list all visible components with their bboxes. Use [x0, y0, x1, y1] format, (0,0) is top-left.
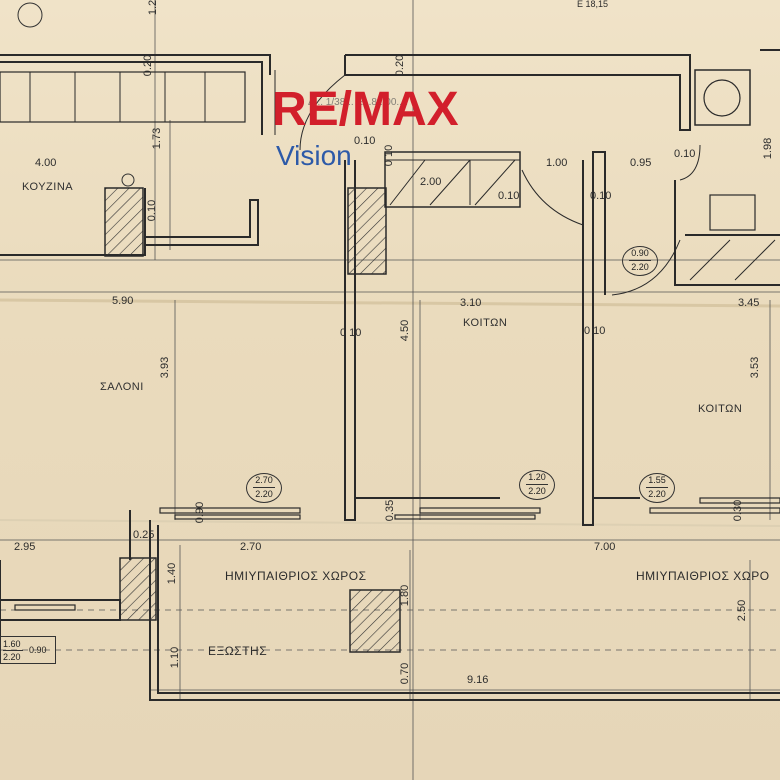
dimension-label: 4.00 — [35, 157, 57, 169]
room-label-balcony: ΕΞΩΣΤΗΣ — [208, 644, 268, 658]
door-tag-width: 1.55 — [648, 475, 666, 485]
dimension-label: 0.35 — [384, 499, 397, 522]
room-label-semi-outdoor: ΗΜΙΥΠΑΙΘΡΙΟΣ ΧΩΡΟ — [636, 569, 770, 583]
dimension-label: 2.70 — [240, 541, 262, 553]
dimension-label: 1.98 — [762, 137, 775, 160]
remax-vision-logo: RE/MAX Vision — [272, 86, 512, 176]
room-label-kitchen: ΚΟΥΖΙΝΑ — [22, 181, 74, 193]
dimension-label: 3.53 — [749, 356, 762, 379]
dimension-label: 4.50 — [399, 319, 412, 342]
fixture-icon — [121, 173, 135, 187]
opening-tag: 1.60 2.20 0.90 — [0, 636, 56, 664]
dimension-label: 1.73 — [151, 127, 164, 150]
door-tag-width: 0.90 — [631, 248, 649, 258]
door-tag: 2.70 2.20 — [246, 473, 282, 503]
dimension-label: 7.00 — [594, 541, 616, 553]
opening-tag-side: 0.90 — [29, 645, 47, 655]
logo-wordmark: RE/MAX — [272, 83, 459, 136]
room-label-semi-outdoor: ΗΜΙΥΠΑΙΘΡΙΟΣ ΧΩΡΟΣ — [225, 569, 367, 583]
dimension-label: 0.20 — [142, 54, 155, 77]
door-tag-height: 2.20 — [631, 262, 649, 272]
sliding-doors — [14, 497, 780, 611]
room-label-bedroom: ΚΟΙΤΩΝ — [463, 317, 508, 329]
dimension-label: 9.16 — [467, 674, 489, 686]
dimension-label: 0 10 — [340, 327, 362, 339]
room-label-bedroom: ΚΟΙΤΩΝ — [698, 403, 743, 415]
dimension-label: 1.40 — [166, 562, 179, 585]
dimension-label: 0.70 — [399, 662, 412, 685]
logo-subtitle: Vision — [276, 140, 352, 171]
dimension-label: 0 10 — [584, 325, 606, 337]
dimension-label: 5.90 — [112, 295, 134, 307]
dimension-label: 1.10 — [169, 646, 182, 669]
dimension-label: 2.00 — [420, 176, 442, 188]
door-tag: 1.20 2.20 — [519, 470, 555, 500]
columns — [104, 187, 401, 653]
dimension-label: 0.10 — [674, 148, 696, 160]
room-label-living: ΣΑΛΟΝΙ — [100, 381, 144, 393]
door-tag-width: 2.70 — [255, 475, 273, 485]
dimension-label: 0.25 — [133, 529, 155, 541]
dimension-label: 0.10 — [498, 190, 520, 202]
swing-doors — [274, 70, 701, 296]
door-tag: 0.90 2.20 — [622, 246, 658, 276]
toilet-icon — [17, 2, 43, 28]
door-tag-height: 2.20 — [255, 489, 273, 499]
dimension-label: 3.10 — [460, 297, 482, 309]
opening-tag-height: 2.20 — [3, 652, 21, 662]
door-tag: 1.55 2.20 — [639, 473, 675, 503]
dimension-label: 1.00 — [546, 157, 568, 169]
dimension-label: 1.80 — [399, 584, 412, 607]
paper-fold — [0, 298, 780, 308]
dimension-label: 0.10 — [354, 135, 376, 147]
door-tag-height: 2.20 — [648, 489, 666, 499]
dimension-label: 0.10 — [590, 190, 612, 202]
dimension-label: 0.20 — [394, 54, 407, 77]
opening-tag-width: 1.60 — [3, 638, 23, 651]
dimension-label: 3.45 — [738, 297, 760, 309]
dimension-label: 3.93 — [159, 356, 172, 379]
dimension-label: 2.50 — [736, 599, 749, 622]
dimension-label: 0.90 — [194, 501, 207, 524]
dimension-label: E 18,15 — [577, 0, 609, 9]
stamp-text: Δ... 1/38... Ε...81,00..2 — [308, 97, 408, 108]
door-tag-width: 1.20 — [528, 472, 546, 482]
dimension-label: 1.2 — [147, 0, 160, 16]
dimension-label: 0.10 — [146, 199, 159, 222]
dimension-label: 0.30 — [732, 499, 745, 522]
dimension-label: 2.95 — [14, 541, 36, 553]
door-tag-height: 2.20 — [528, 486, 546, 496]
dimension-label: 0.95 — [630, 157, 652, 169]
